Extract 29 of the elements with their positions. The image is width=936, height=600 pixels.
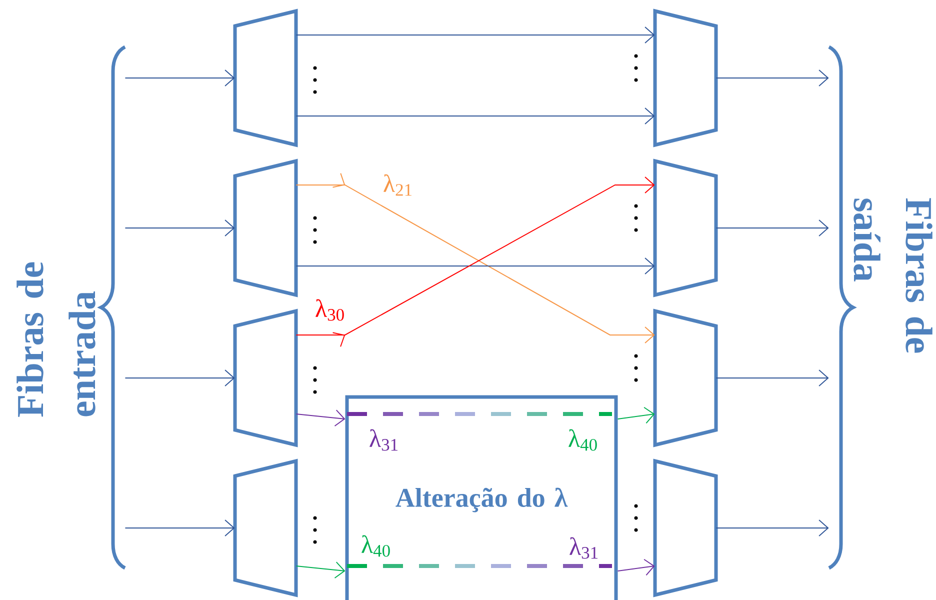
arrow [124, 70, 235, 86]
demultiplexer-shape [233, 158, 298, 298]
brace [99, 46, 126, 570]
arrow [716, 370, 829, 386]
wavelength-label: λ$_{31}$ [370, 429, 398, 451]
arrow [124, 220, 235, 236]
arrow [296, 562, 346, 578]
side-label: Fibras de entrada [16, 262, 96, 417]
wavelength-label: λ$_{31}$ [570, 537, 598, 559]
arrow [296, 26, 655, 44]
demultiplexer-shape [233, 308, 298, 448]
arrow [617, 406, 655, 424]
wavelength-label: λ$_{40}$ [568, 429, 597, 451]
demultiplexer-shape [233, 458, 298, 598]
arrow [617, 558, 655, 576]
side-label: Fibras de saída [854, 198, 932, 353]
arrow [716, 70, 829, 86]
arrow [124, 370, 235, 386]
brace [828, 46, 855, 570]
edge-label: λ$_{21}$ [382, 174, 414, 196]
edge-label: λ$_{30}$ [314, 298, 346, 322]
arrow [716, 520, 829, 536]
arrow [716, 220, 829, 236]
arrow [296, 108, 655, 124]
wavelength-label: λ$_{40}$ [362, 535, 390, 557]
arrow [124, 520, 235, 536]
arrow [296, 410, 346, 426]
arrow [296, 258, 655, 274]
demultiplexer-shape [233, 8, 298, 148]
